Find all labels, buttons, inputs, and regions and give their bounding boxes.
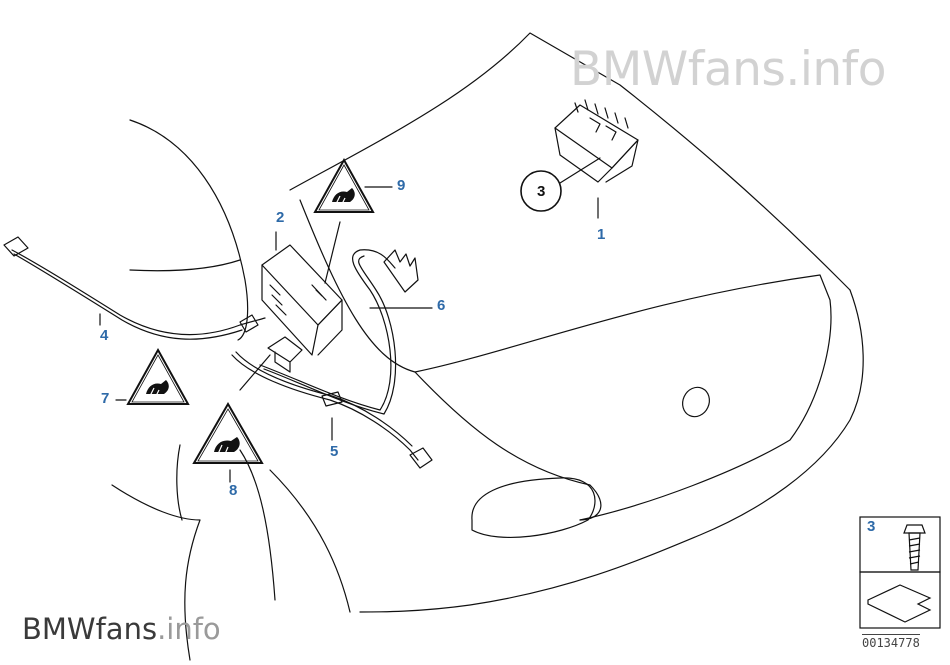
- warning-triangle-7: [126, 347, 190, 405]
- diagram-code: 00134778: [862, 634, 920, 650]
- tail-light-outline: [471, 477, 596, 539]
- plug-connector: [267, 336, 303, 373]
- wire-harness-4: [11, 249, 266, 336]
- rear-bumper-outline: [359, 289, 864, 613]
- cable-clip: [383, 249, 419, 293]
- callout-label-3: 3: [537, 183, 546, 200]
- leader-line-3: [559, 157, 601, 184]
- leader-line-9b: [324, 221, 341, 284]
- callout-label-4: 4: [100, 327, 109, 344]
- warning-triangle-9: [313, 157, 375, 213]
- trunk-lid-outline: [299, 199, 832, 521]
- legend-box: [859, 516, 941, 629]
- callout-label-6: 6: [437, 297, 446, 314]
- left-quarter-panel: [129, 259, 241, 272]
- control-unit: [261, 244, 343, 356]
- watermark-top: BMWfans.info: [570, 42, 886, 97]
- rear-sill: [176, 444, 183, 521]
- callout-label-5: 5: [330, 443, 339, 460]
- wire-end-5: [409, 447, 433, 469]
- wire-harness-5: [231, 354, 419, 461]
- left-rear-window: [129, 119, 249, 341]
- screw-icon: [903, 524, 926, 571]
- bracket-icon: [867, 584, 932, 623]
- callout-label-7: 7: [101, 390, 110, 407]
- antenna-cable-6: [259, 249, 396, 411]
- trunk-lid-rear-edge: [414, 371, 602, 521]
- legend-part-number: 3: [867, 518, 876, 535]
- trunk-lock: [682, 386, 710, 418]
- callout-label-9: 9: [397, 177, 406, 194]
- callout-label-1: 1: [597, 226, 606, 243]
- callout-circle-3: [520, 170, 562, 212]
- wire-end-4: [3, 236, 29, 257]
- rear-wheel-arch: [111, 469, 351, 661]
- callout-label-8: 8: [229, 482, 238, 499]
- amplifier-module: [554, 99, 639, 183]
- rear-window-outline: [289, 32, 851, 291]
- warning-triangle-8: [192, 401, 264, 464]
- watermark-bottom: BMWfans.info: [22, 612, 221, 646]
- callout-label-2: 2: [276, 209, 285, 226]
